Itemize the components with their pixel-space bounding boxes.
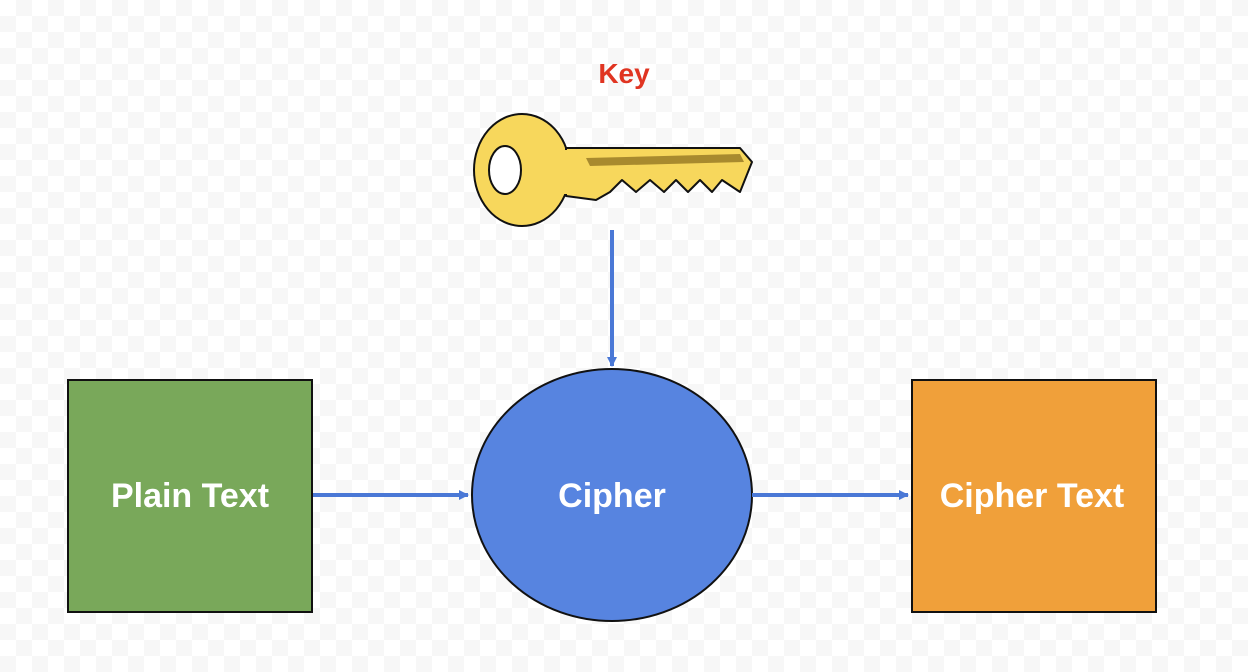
cipher-node: Cipher	[471, 368, 753, 622]
plain-text-label: Plain Text	[111, 477, 269, 515]
key-icon	[473, 113, 753, 227]
cipher-text-label: Cipher Text	[940, 477, 1125, 515]
plain-text-node: Plain Text	[67, 379, 313, 613]
cipher-label: Cipher	[558, 477, 666, 515]
key-label: Key	[598, 58, 650, 89]
cipher-text-node: Cipher Text	[911, 379, 1157, 613]
